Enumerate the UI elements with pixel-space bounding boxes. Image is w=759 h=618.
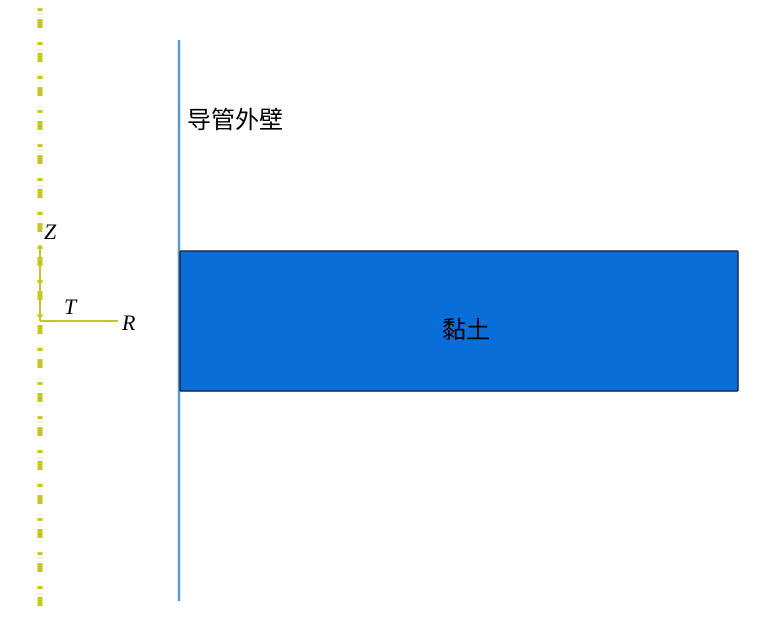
clay-label: 黏土 bbox=[442, 316, 490, 344]
pipe-wall-label: 导管外壁 bbox=[187, 106, 283, 134]
z-axis-label: Z bbox=[44, 219, 57, 244]
clay-layer bbox=[179, 250, 739, 392]
r-axis-label: R bbox=[122, 310, 136, 335]
t-axis-label: T bbox=[64, 294, 77, 319]
